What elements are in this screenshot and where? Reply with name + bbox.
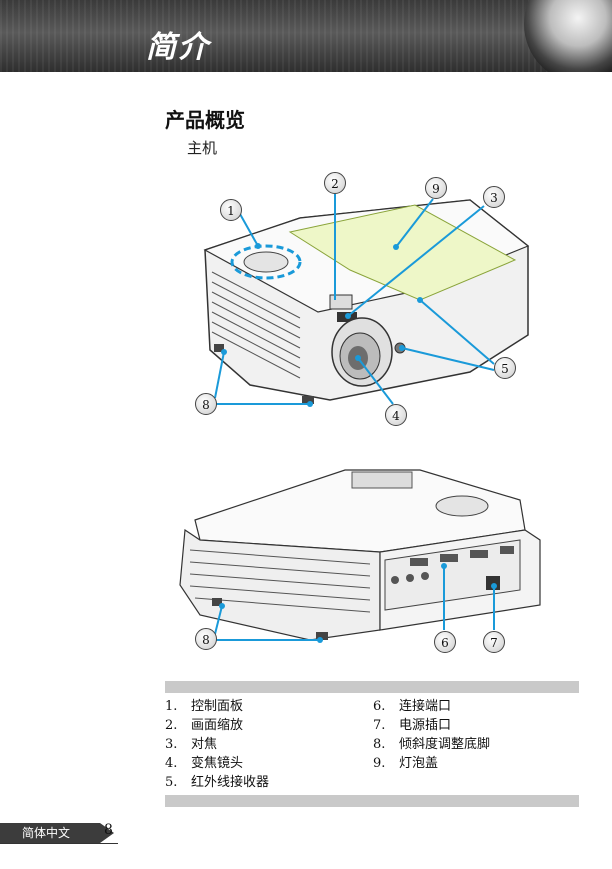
callout-8-rear: 8 [195, 628, 217, 650]
callout-7: 7 [483, 631, 505, 653]
list-item: 3.对焦 [165, 737, 218, 752]
lens-graphic [524, 0, 612, 72]
section-title: 产品概览 [165, 108, 245, 132]
callout-4: 4 [385, 404, 407, 426]
callout-5: 5 [494, 357, 516, 379]
callout-2: 2 [324, 172, 346, 194]
header-banner: 简介 [0, 0, 612, 72]
list-item: 2.画面缩放 [165, 718, 244, 733]
table-bottom-bar [165, 795, 579, 807]
list-item: 5.红外线接收器 [165, 775, 270, 790]
chapter-title: 简介 [146, 30, 210, 65]
callout-6: 6 [434, 631, 456, 653]
parts-list-left: 1.控制面板 2.画面缩放 3.对焦 4.变焦镜头 5.红外线接收器 [165, 697, 269, 792]
list-item: 4.变焦镜头 [165, 756, 244, 771]
list-item: 9.灯泡盖 [373, 756, 439, 771]
table-top-bar [165, 681, 579, 693]
header-texture [0, 0, 612, 72]
callout-1: 1 [220, 199, 242, 221]
list-item: 7.电源插口 [373, 718, 452, 733]
list-item: 1.控制面板 [165, 699, 244, 714]
section-subtitle: 主机 [187, 139, 218, 157]
parts-list-right: 6.连接端口 7.电源插口 8.倾斜度调整底脚 9.灯泡盖 [373, 697, 490, 773]
callout-9: 9 [425, 177, 447, 199]
projector-front-illustration [203, 194, 530, 407]
callout-3: 3 [483, 186, 505, 208]
projector-rear-illustration [179, 469, 541, 643]
list-item: 6.连接端口 [373, 699, 452, 714]
footer-rule [0, 843, 118, 844]
page-number: 8 [104, 822, 113, 838]
list-item: 8.倾斜度调整底脚 [373, 737, 491, 752]
callout-8-front: 8 [195, 393, 217, 415]
footer-language-tab: 简体中文 [0, 823, 114, 843]
